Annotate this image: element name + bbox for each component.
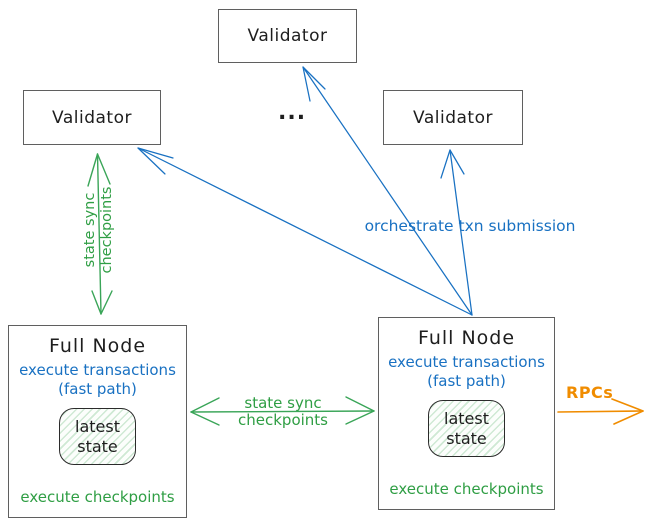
latest-state-box: latest state bbox=[59, 408, 136, 465]
full-node-box-left: Full Node execute transactions (fast pat… bbox=[8, 325, 187, 518]
state-sync-label-line2: checkpoints bbox=[99, 186, 115, 274]
latest-state-line2: state bbox=[77, 436, 118, 456]
execute-transactions-label: execute transactions bbox=[388, 353, 545, 371]
validator-box-right: Validator bbox=[383, 90, 523, 145]
latest-state-line2: state bbox=[446, 428, 487, 448]
latest-state-line1: latest bbox=[444, 408, 489, 428]
state-sync-label-line1: state sync bbox=[244, 394, 322, 412]
fast-path-label: (fast path) bbox=[427, 372, 506, 390]
state-sync-vertical-label: state sync checkpoints bbox=[82, 175, 116, 285]
state-sync-label-line1: state sync bbox=[82, 192, 98, 268]
fast-path-label: (fast path) bbox=[58, 380, 137, 398]
validator-label: Validator bbox=[52, 107, 132, 128]
latest-state-line1: latest bbox=[75, 416, 120, 436]
rpcs-arrow bbox=[557, 398, 644, 425]
validator-label: Validator bbox=[247, 26, 328, 46]
validators-ellipsis: ... bbox=[278, 100, 307, 125]
state-sync-horizontal-label: state sync checkpoints bbox=[213, 395, 353, 428]
validator-box-left: Validator bbox=[23, 90, 161, 145]
full-node-title: Full Node bbox=[417, 327, 516, 349]
full-node-title: Full Node bbox=[48, 335, 147, 357]
execute-transactions-label: execute transactions bbox=[19, 361, 176, 379]
state-sync-label-line2: checkpoints bbox=[238, 410, 328, 429]
latest-state-box: latest state bbox=[428, 400, 505, 457]
full-node-box-right: Full Node execute transactions (fast pat… bbox=[378, 317, 555, 510]
validator-label: Validator bbox=[413, 107, 493, 128]
rpcs-label: RPCs bbox=[566, 383, 614, 402]
execute-checkpoints-label: execute checkpoints bbox=[20, 488, 175, 506]
validator-box-top: Validator bbox=[218, 9, 357, 63]
execute-checkpoints-label: execute checkpoints bbox=[389, 480, 544, 498]
orchestrate-txn-label: orchestrate txn submission bbox=[364, 217, 576, 235]
